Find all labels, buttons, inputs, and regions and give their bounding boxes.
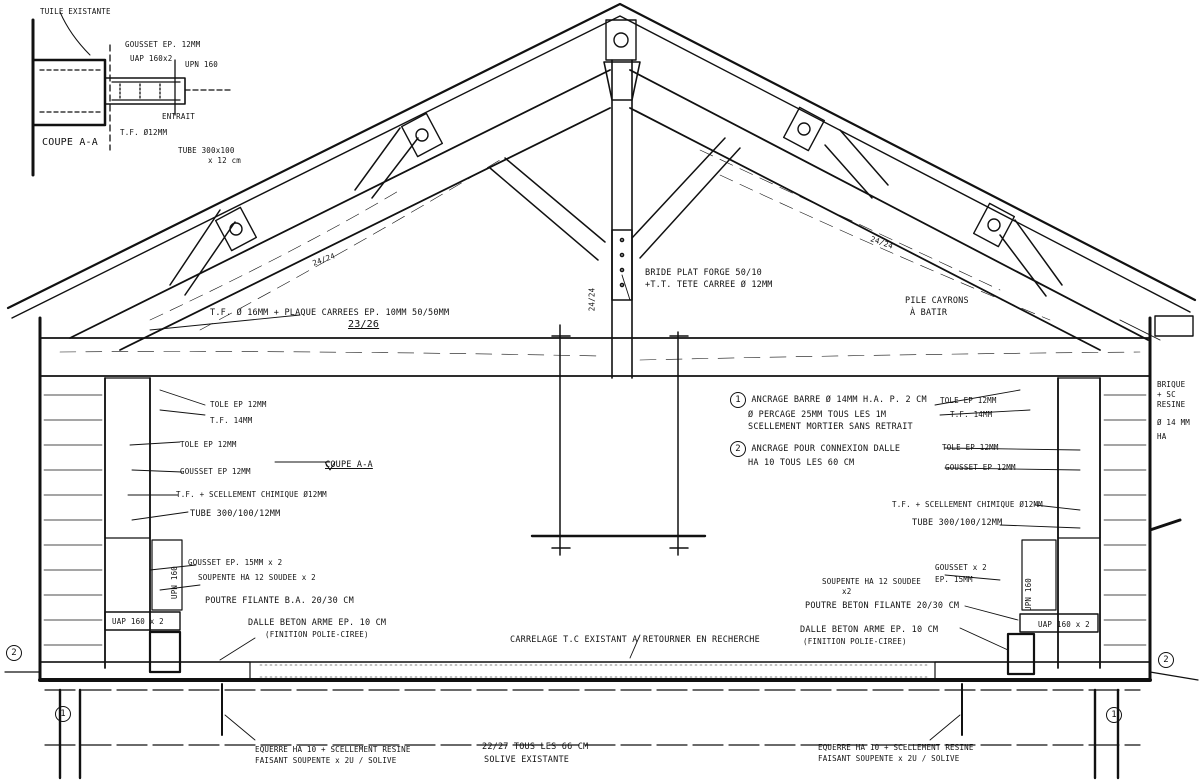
king-post (603, 59, 641, 379)
right-dalle-1: DALLE BETON ARME EP. 10 CM (800, 625, 939, 635)
left-upn: UPN 160 (170, 565, 180, 600)
right-tube: TUBE 300/100/12MM (912, 518, 1003, 528)
right-poutre: POUTRE BETON FILANTE 20/30 CM (805, 601, 960, 611)
right-dalle-2: (FINITION POLIE-CIREE) (803, 637, 907, 646)
note-1-line-3: SCELLEMENT MORTIER SANS RETRAIT (748, 422, 913, 432)
detail-uap-label: UAP 160x2 (130, 54, 173, 63)
left-gousset: GOUSSET EP 12MM (180, 467, 251, 476)
equerre-left-2: FAISANT SOUPENTE x 2U / SOLIVE (255, 756, 397, 765)
mark-2-left-number: 2 (6, 645, 22, 661)
tie-beam-section: 23/26 (348, 319, 380, 330)
right-tole-2: TOLE EP 12MM (942, 443, 999, 452)
note-2: 2 ANCRAGE POUR CONNEXION DALLE (730, 441, 900, 457)
left-tf-1: T.F. 14MM (210, 416, 253, 425)
note-1: 1 ANCRAGE BARRE Ø 14MM H.A. P. 2 CM (730, 392, 927, 408)
right-brique-1: BRIQUE (1157, 380, 1186, 389)
mark-2-right-number: 2 (1158, 652, 1174, 668)
tie-beam (39, 337, 1151, 377)
right-gousset-2b: EP. 15MM (935, 575, 973, 584)
right-gousset-2a: GOUSSET x 2 (935, 563, 987, 572)
right-gousset: GOUSSET EP 12MM (945, 463, 1016, 472)
leader-lines (127, 274, 1161, 741)
solive-label-2: SOLIVE EXISTANTE (484, 755, 570, 765)
detail-entrait-label: ENTRAIT (162, 112, 196, 121)
right-wall (1006, 316, 1182, 682)
right-upn: UPN 160 (1024, 577, 1034, 612)
left-dalle-1: DALLE BETON ARME EP. 10 CM (248, 618, 387, 628)
detail-coupe-label: COUPE A-A (42, 137, 98, 148)
purlins (214, 19, 1194, 337)
right-brique-2: + SC (1157, 390, 1176, 399)
mark-1-right: 1 (1106, 707, 1122, 723)
tf-plaque-label: T.F. Ø 16MM + PLAQUE CARREES EP. 10MM 50… (210, 308, 450, 318)
mark-1-left: 1 (55, 706, 71, 722)
right-tf-1: T.F. 14MM (950, 410, 993, 419)
bride-label-2: +T.T. TETE CARREE Ø 12MM (645, 280, 773, 290)
left-tube: TUBE 300/100/12MM (190, 509, 281, 519)
king-post-section: 24/24 (587, 287, 597, 312)
hanging-rods (530, 324, 707, 556)
detail-tube-label-1: TUBE 300x100 (178, 146, 235, 155)
detail-inset-drawing (31, 11, 231, 177)
detail-tuile-label: TUILE EXISTANTE (40, 7, 111, 16)
detail-gousset-label: GOUSSET EP. 12MM (125, 40, 201, 49)
struts (169, 127, 1063, 297)
note-1-number: 1 (730, 392, 746, 408)
left-tole-1: TOLE EP 12MM (210, 400, 267, 409)
right-uap: UAP 160 x 2 (1038, 620, 1090, 629)
mark-2-left: 2 (6, 645, 22, 661)
right-brique-4: Ø 14 MM (1157, 418, 1191, 427)
detail-upn-label: UPN 160 (185, 60, 219, 69)
note-1-line-2: Ø PERCAGE 25MM TOUS LES 1M (748, 410, 887, 420)
mark-1-right-number: 1 (1106, 707, 1122, 723)
equerre-right-1: EQUERRE HA 10 + SCELLEMENT RESINE (818, 743, 974, 752)
right-tf-scell: T.F. + SCELLEMENT CHIMIQUE Ø12MM (892, 500, 1043, 509)
pile-label-2: À BATIR (910, 308, 948, 318)
right-soupente-1: SOUPENTE HA 12 SOUDEE (822, 577, 922, 586)
pile-label-1: PILE CAYRONS (905, 296, 969, 306)
right-brique-3: RESINE (1157, 400, 1186, 409)
detail-tube-label-2: x 12 cm (208, 156, 242, 165)
mark-1-left-number: 1 (55, 706, 71, 722)
concrete-slab (38, 661, 1152, 682)
left-coupe: COUPE A-A (325, 460, 373, 470)
carrelage-label: CARRELAGE T.C EXISTANT A RETOURNER EN RE… (510, 635, 760, 645)
note-2-line-1: ANCRAGE POUR CONNEXION DALLE (751, 444, 901, 454)
left-tole-2: TOLE EP 12MM (180, 440, 237, 449)
detail-tf-label: T.F. Ø12MM (120, 128, 168, 137)
note-1-line-1: ANCRAGE BARRE Ø 14MM H.A. P. 2 CM (751, 395, 927, 405)
right-soupente-2: x2 (842, 587, 852, 596)
left-uap: UAP 160 x 2 (112, 617, 164, 626)
right-tole-1: TOLE EP 12MM (940, 396, 997, 405)
left-tf-scell: T.F. + SCELLEMENT CHIMIQUE Ø12MM (176, 490, 327, 499)
note-2-number: 2 (730, 441, 746, 457)
left-poutre: POUTRE FILANTE B.A. 20/30 CM (205, 596, 354, 606)
left-gousset-2: GOUSSET EP. 15MM x 2 (188, 558, 283, 567)
note-2-line-2: HA 10 TOUS LES 60 CM (748, 458, 855, 468)
solive-label-1: 22/27 TOUS LES 66 CM (482, 742, 589, 752)
left-wall (38, 316, 183, 682)
right-brique-5: HA (1157, 432, 1167, 441)
floor-joists (4, 671, 1199, 780)
equerre-left-1: EQUERRE HA 10 + SCELLEMENT RESINE (255, 745, 411, 754)
left-dalle-2: (FINITION POLIE-CIREE) (265, 630, 369, 639)
mark-2-right: 2 (1158, 652, 1174, 668)
left-soupente: SOUPENTE HA 12 SOUDEE x 2 (198, 573, 316, 582)
bride-label-1: BRIDE PLAT FORGE 50/10 (645, 268, 762, 278)
roof-rafters (6, 2, 1197, 351)
equerre-right-2: FAISANT SOUPENTE x 2U / SOLIVE (818, 754, 960, 763)
